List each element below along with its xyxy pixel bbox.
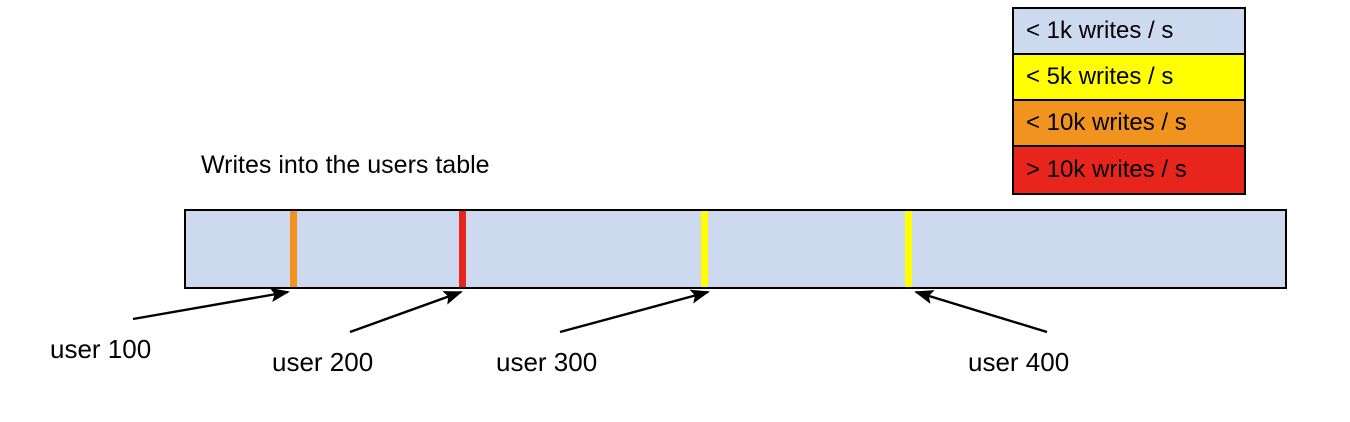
bar-stripe-user-200 <box>459 211 466 287</box>
users-table-bar <box>184 209 1287 289</box>
arrow-user-400 <box>914 290 1048 334</box>
legend-row-0: < 1k writes / s <box>1014 9 1244 55</box>
callout-label-user-100: user 100 <box>50 334 152 364</box>
legend-row-3: > 10k writes / s <box>1014 147 1244 193</box>
callout-label-user-400: user 400 <box>968 347 1070 377</box>
arrow-user-300 <box>559 289 710 334</box>
legend-row-1: < 5k writes / s <box>1014 55 1244 101</box>
bar-stripe-user-400 <box>905 211 912 287</box>
arrow-user-200 <box>349 290 463 334</box>
bar-stripe-user-300 <box>701 211 708 287</box>
callout-label-user-300: user 300 <box>496 347 598 377</box>
legend: < 1k writes / s < 5k writes / s < 10k writ… <box>1012 7 1246 195</box>
arrow-user-100 <box>132 287 290 321</box>
chart-title: Writes into the users table <box>201 151 490 179</box>
legend-label: < 10k writes / s <box>1026 109 1187 136</box>
legend-label: < 5k writes / s <box>1026 63 1174 90</box>
legend-label: > 10k writes / s <box>1026 156 1187 183</box>
callout-label-user-200: user 200 <box>272 347 374 377</box>
legend-row-2: < 10k writes / s <box>1014 101 1244 147</box>
bar-stripe-user-100 <box>290 211 297 287</box>
legend-label: < 1k writes / s <box>1026 17 1174 44</box>
